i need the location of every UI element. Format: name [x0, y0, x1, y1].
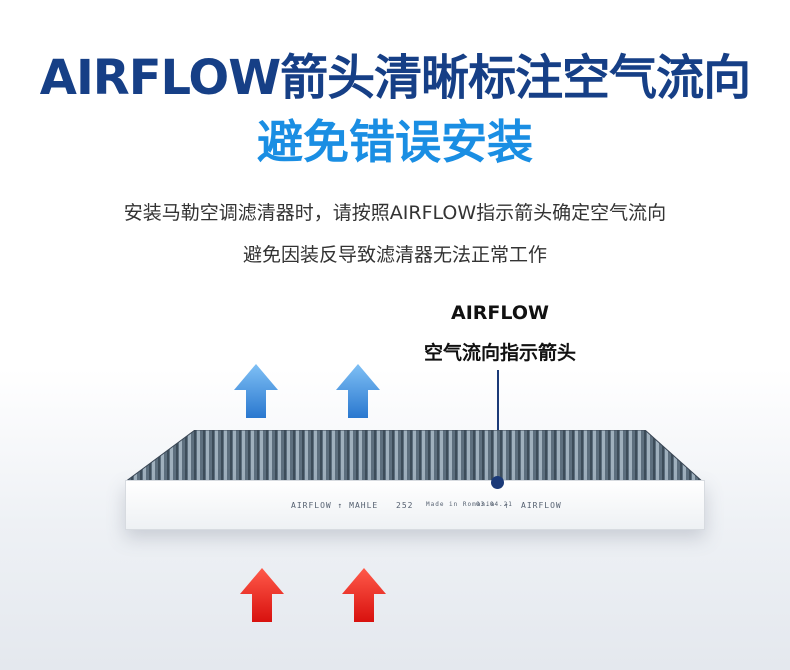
- description-line-1: 安装马勒空调滤清器时，请按照AIRFLOW指示箭头确定空气流向: [123, 202, 667, 224]
- red-up-arrow-icon: [342, 568, 386, 622]
- callout-leader-dot: [491, 476, 504, 489]
- callout-subtitle: 空气流向指示箭头: [423, 342, 576, 364]
- blue-up-arrow-icon: [336, 364, 380, 418]
- filter-label-airflow: AIRFLOW: [521, 501, 562, 510]
- headline: AIRFLOW箭头清晰标注空气流向: [39, 50, 751, 106]
- filter-label-arrow: ↑: [504, 501, 510, 510]
- callout-title: AIRFLOW: [451, 302, 549, 324]
- filter-label-origin: Made in Romania: [426, 501, 496, 508]
- filter-label-brand: AIRFLOW ↑ MAHLE: [291, 501, 379, 510]
- subheadline: 避免错误安装: [257, 115, 533, 169]
- filter-label-code: 252: [396, 501, 414, 510]
- filter-frame: AIRFLOW ↑ MAHLE 252 Made in Romania 03.0…: [125, 480, 705, 530]
- blue-up-arrow-icon: [234, 364, 278, 418]
- filter-label-date: 03.04.21: [476, 501, 513, 508]
- callout-leader-line: [497, 370, 499, 478]
- description-line-2: 避免因装反导致滤清器无法正常工作: [242, 244, 547, 266]
- red-up-arrow-icon: [240, 568, 284, 622]
- cabin-filter: AIRFLOW ↑ MAHLE 252 Made in Romania 03.0…: [115, 425, 710, 535]
- filter-pleats: [125, 430, 703, 482]
